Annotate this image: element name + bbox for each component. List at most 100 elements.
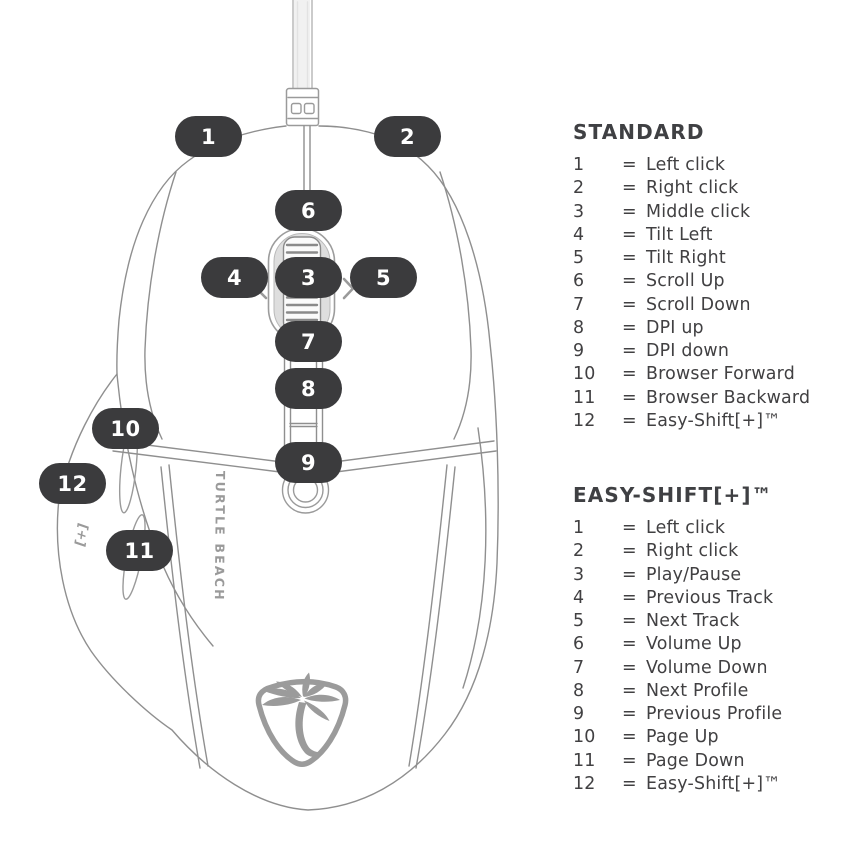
equals-sign: = (622, 657, 637, 678)
legend-item-label: Right click (646, 178, 739, 199)
legend-item-label: Tilt Left (646, 224, 713, 245)
legend-item-number: 9 (573, 341, 585, 361)
legend-row: 12=Easy-Shift[+]™ (573, 410, 848, 433)
legend-item-number: 12 (573, 773, 596, 794)
turtle-beach-palm-logo (255, 672, 349, 767)
legend-item-label: Page Down (646, 750, 745, 771)
legend-row: 7=Scroll Down (573, 294, 848, 317)
equals-sign: = (622, 341, 637, 361)
legend-item-label: Next Track (646, 611, 740, 631)
equals-sign: = (622, 317, 637, 338)
legend-item-number: 3 (573, 201, 585, 222)
legend-row: 9 = DPI down (573, 340, 848, 363)
legend-row: 2 = Right click (573, 540, 848, 563)
legend-item-label: DPI down (646, 341, 730, 361)
legend-item-number: 1 (573, 518, 585, 538)
legend-item-number: 2 (573, 541, 585, 562)
legend-item-label: Play/Pause (646, 564, 742, 585)
equals-sign: = (622, 178, 637, 199)
callout-3: 3 (275, 257, 342, 298)
legend-row: 11=Page Down (573, 750, 848, 773)
legend-easyshift: EASY-SHIFT[+]™ 1 = Left click 2 = Right click… (573, 483, 848, 796)
legend-item-label: Previous Profile (646, 704, 783, 724)
callout-1: 1 (175, 116, 242, 157)
legend-item-number: 8 (573, 317, 585, 338)
equals-sign: = (622, 704, 637, 724)
side-buttons (118, 422, 146, 600)
legend-row: 5=Next Track (573, 610, 848, 633)
legend-item-number: 7 (573, 294, 585, 315)
legend-item-label: Scroll Down (646, 294, 751, 315)
legend-item-label: Right click (646, 541, 739, 562)
equals-sign: = (622, 564, 637, 585)
legend-row: 12 = Easy-Shift[+]™ (573, 773, 848, 796)
legend-row: 1 = Left click (573, 154, 848, 177)
legend-item-label: Browser Forward (646, 364, 795, 385)
legend-item-label: DPI up (646, 317, 704, 338)
legend-row: 8=Next Profile (573, 680, 848, 703)
legend-item-label: Left click (646, 518, 726, 538)
equals-sign: = (622, 387, 637, 408)
equals-sign: = (622, 155, 637, 175)
legend-item-number: 12 (573, 410, 596, 431)
legend-item-number: 10 (573, 364, 596, 385)
legend-item-number: 7 (573, 657, 585, 678)
legend-item-number: 11 (573, 750, 596, 771)
equals-sign: = (622, 364, 637, 385)
legend-row: 10 = Browser Forward (573, 363, 848, 386)
equals-sign: = (622, 680, 637, 701)
legend-item-label: Easy-Shift[+]™ (646, 773, 781, 794)
legend-item-label: Tilt Right (646, 248, 726, 268)
callout-10: 10 (92, 408, 159, 449)
legend-row: 2=Right click (573, 177, 848, 200)
equals-sign: = (622, 541, 637, 562)
legend-item-number: 3 (573, 564, 585, 585)
legend-item-label: Left click (646, 155, 726, 175)
equals-sign: = (622, 224, 637, 245)
legend-row: 6 = Scroll Up (573, 270, 848, 293)
callout-4: 4 (201, 257, 268, 298)
equals-sign: = (622, 201, 637, 222)
callout-7: 7 (275, 321, 342, 362)
brand-label: TURTLE BEACH (211, 470, 228, 602)
legend-item-label: Page Up (646, 727, 719, 748)
equals-sign: = (622, 587, 637, 608)
callout-5: 5 (350, 257, 417, 298)
legend-item-label: Volume Up (646, 634, 742, 655)
equals-sign: = (622, 518, 637, 538)
callout-12: 12 (39, 463, 106, 504)
callout-8: 8 (275, 368, 342, 409)
equals-sign: = (622, 773, 637, 794)
legend-row: 4=Previous Track (573, 587, 848, 610)
legend-item-label: Next Profile (646, 680, 749, 701)
shell-creases (144, 171, 472, 440)
legend-item-label: Previous Track (646, 587, 774, 608)
callout-9: 9 (275, 442, 342, 483)
equals-sign: = (622, 611, 637, 631)
legend-item-number: 9 (573, 704, 585, 724)
legend-easyshift-title: EASY-SHIFT[+]™ (573, 483, 773, 507)
legend-item-label: Scroll Up (646, 271, 725, 292)
callout-11: 11 (106, 530, 173, 571)
legend-row: 1 = Left click (573, 517, 848, 540)
mouse-body-outline (56, 125, 499, 811)
legend-item-number: 5 (573, 248, 585, 268)
legend-item-number: 6 (573, 271, 585, 292)
legend-row: 9 = Previous Profile (573, 703, 848, 726)
legend-item-number: 1 (573, 155, 585, 175)
callout-6: 6 (275, 190, 342, 231)
equals-sign: = (622, 271, 637, 292)
legend-item-label: Volume Down (646, 657, 768, 678)
legend-row: 8 = DPI up (573, 317, 848, 340)
cable (292, 0, 313, 89)
callout-2: 2 (374, 116, 441, 157)
v-seams (112, 440, 497, 473)
legend-row: 7 = Volume Down (573, 657, 848, 680)
equals-sign: = (622, 410, 637, 431)
legend-row: 6=Volume Up (573, 633, 848, 656)
legend-item-number: 4 (573, 224, 585, 245)
